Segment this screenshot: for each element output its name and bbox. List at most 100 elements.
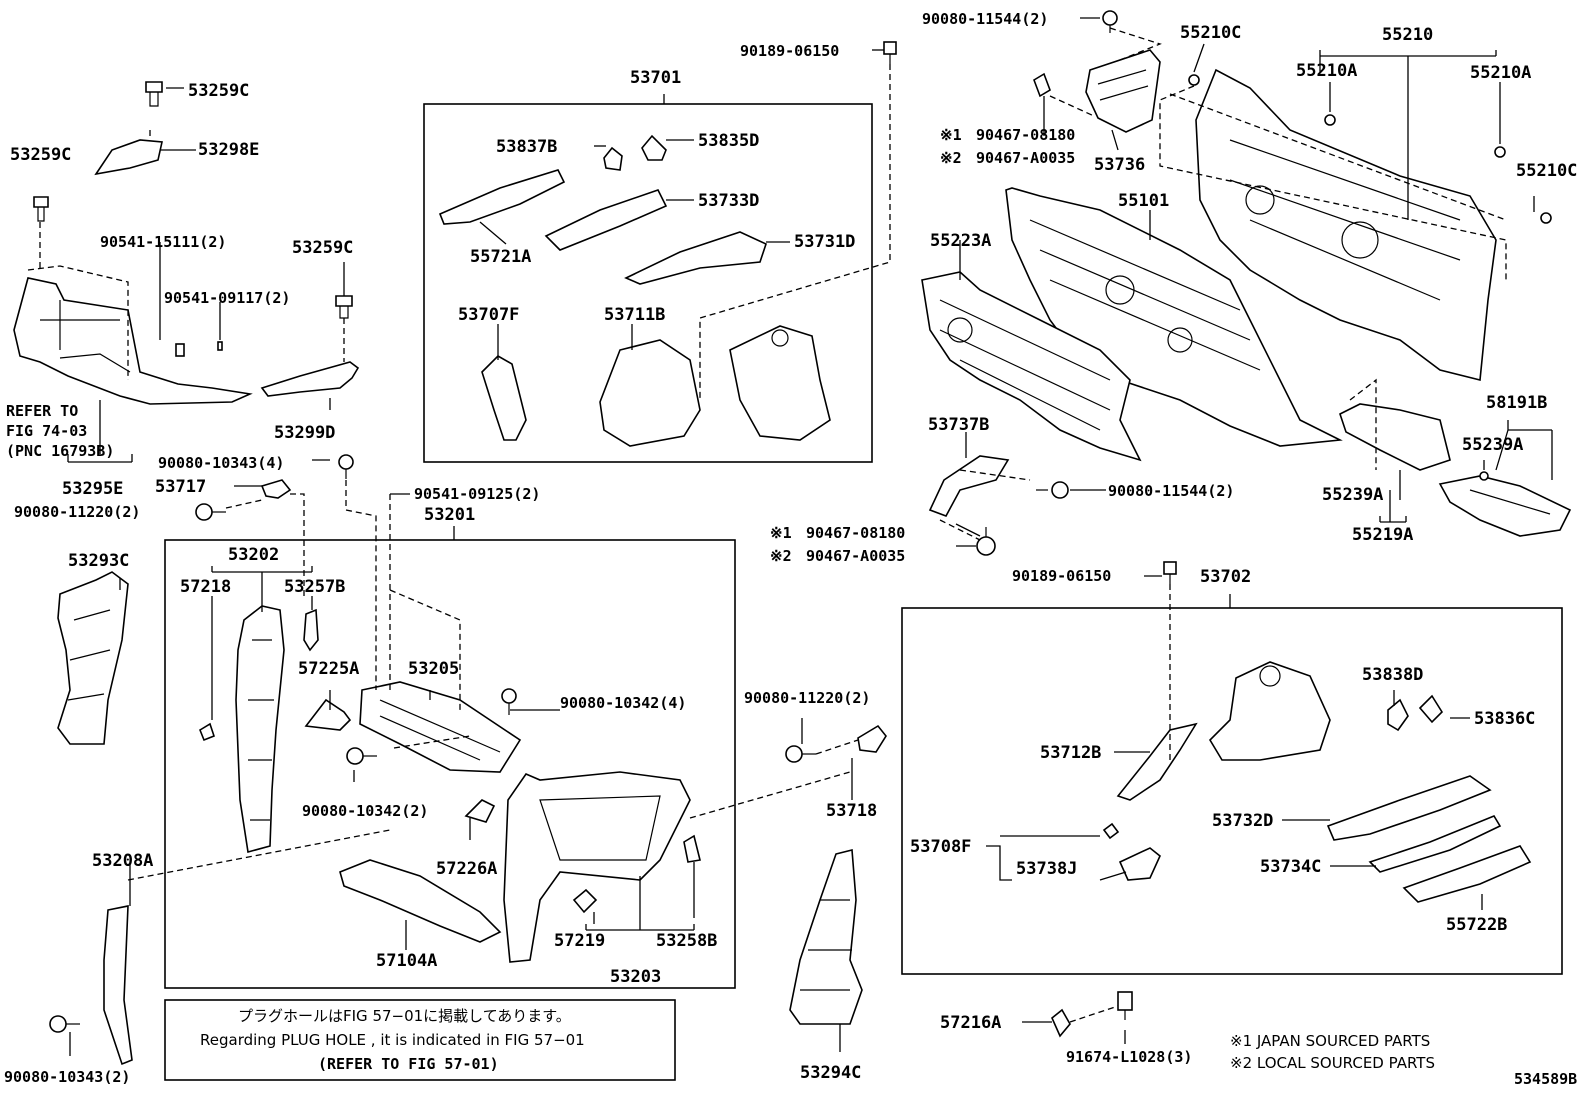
label-53257b[interactable]: 53257B [284, 577, 345, 597]
clip-53259c-left [33, 196, 49, 222]
label-53201[interactable]: 53201 [424, 505, 475, 525]
label-55239a-mid[interactable]: 55239A [1322, 485, 1383, 505]
label-55210a-left[interactable]: 55210A [1296, 61, 1357, 81]
refer-fig-line3: (PNC 16793B) [6, 442, 114, 460]
label-53259c-right[interactable]: 53259C [292, 238, 353, 258]
label-55210c-top[interactable]: 55210C [1180, 23, 1241, 43]
label-53838d[interactable]: 53838D [1362, 665, 1423, 685]
label-53732d[interactable]: 53732D [1212, 811, 1273, 831]
mark-2-mid: ※2 [770, 547, 792, 565]
label-90080-10343-bot[interactable]: 90080-10343(2) [4, 1068, 130, 1086]
label-53702[interactable]: 53702 [1200, 567, 1251, 587]
label-90080-11544-top[interactable]: 90080-11544(2) [922, 10, 1048, 28]
label-53734c[interactable]: 53734C [1260, 857, 1321, 877]
label-55210[interactable]: 55210 [1382, 25, 1433, 45]
label-90080-10342-4[interactable]: 90080-10342(4) [560, 694, 686, 712]
part-53257b [303, 608, 319, 652]
label-53298e[interactable]: 53298E [198, 140, 259, 160]
label-91674-l1028[interactable]: 91674-L1028(3) [1066, 1048, 1192, 1066]
label-53717[interactable]: 53717 [155, 477, 206, 497]
label-90080-11544-mid[interactable]: 90080-11544(2) [1108, 482, 1234, 500]
part-57225a [304, 698, 352, 731]
label-90467-a0035-top[interactable]: 90467-A0035 [976, 149, 1075, 167]
label-53836c[interactable]: 53836C [1474, 709, 1535, 729]
label-53259c-top[interactable]: 53259C [188, 81, 249, 101]
label-53731d[interactable]: 53731D [794, 232, 855, 252]
note-box [164, 999, 676, 1081]
label-55239a-right[interactable]: 55239A [1462, 435, 1523, 455]
part-53205 [359, 681, 522, 773]
label-55722b[interactable]: 55722B [1446, 915, 1507, 935]
label-53208a[interactable]: 53208A [92, 851, 153, 871]
part-53712b-upper [1208, 661, 1331, 761]
label-58191b[interactable]: 58191B [1486, 393, 1547, 413]
label-90541-15111[interactable]: 90541-15111(2) [100, 233, 226, 251]
label-90080-11220-right[interactable]: 90080-11220(2) [744, 689, 870, 707]
clip-90467-top [1033, 72, 1051, 98]
part-53738j [1118, 847, 1161, 881]
label-90080-10343-top[interactable]: 90080-10343(4) [158, 454, 284, 472]
label-90467-a0035-mid[interactable]: 90467-A0035 [806, 547, 905, 565]
label-55210c-right[interactable]: 55210C [1516, 161, 1577, 181]
label-53205[interactable]: 53205 [408, 659, 459, 679]
label-53707f[interactable]: 53707F [458, 305, 519, 325]
label-55721a[interactable]: 55721A [470, 247, 531, 267]
label-90467-08180-top[interactable]: 90467-08180 [976, 126, 1075, 144]
part-53837b [603, 146, 623, 171]
label-90467-08180-mid[interactable]: 90467-08180 [806, 524, 905, 542]
label-53835d[interactable]: 53835D [698, 131, 759, 151]
label-55101[interactable]: 55101 [1118, 191, 1169, 211]
bolt-90541-15111 [175, 343, 185, 357]
bolt-90189-06150-mid [1163, 561, 1177, 584]
label-53202[interactable]: 53202 [228, 545, 279, 565]
part-53718 [857, 724, 887, 753]
part-53298e [94, 139, 163, 176]
bolt-90080-10342-4 [501, 688, 517, 715]
bolt-90080-10343-top [338, 454, 354, 479]
label-53708f[interactable]: 53708F [910, 837, 971, 857]
refer-fig-line2: FIG 74-03 [6, 422, 87, 440]
part-55101 [1005, 187, 1343, 447]
label-90080-10342-2[interactable]: 90080-10342(2) [302, 802, 428, 820]
label-53259c-left[interactable]: 53259C [10, 145, 71, 165]
label-53718[interactable]: 53718 [826, 801, 877, 821]
label-90080-11220-left[interactable]: 90080-11220(2) [14, 503, 140, 521]
label-53293c[interactable]: 53293C [68, 551, 129, 571]
label-90189-06150-mid[interactable]: 90189-06150 [1012, 567, 1111, 585]
part-53712b [1116, 722, 1198, 801]
label-90541-09125[interactable]: 90541-09125(2) [414, 485, 540, 503]
part-53711b [599, 339, 701, 447]
label-53733d[interactable]: 53733D [698, 191, 759, 211]
part-53732d [1326, 775, 1492, 841]
label-55210a-right[interactable]: 55210A [1470, 63, 1531, 83]
label-53258b[interactable]: 53258B [656, 931, 717, 951]
label-53294c[interactable]: 53294C [800, 1063, 861, 1083]
label-53738j[interactable]: 53738J [1016, 859, 1077, 879]
label-53737b[interactable]: 53737B [928, 415, 989, 435]
label-53701[interactable]: 53701 [630, 68, 681, 88]
label-57104a[interactable]: 57104A [376, 951, 437, 971]
label-53203[interactable]: 53203 [610, 967, 661, 987]
clip-55210a-left [1324, 114, 1336, 126]
label-53736[interactable]: 53736 [1094, 155, 1145, 175]
label-55223a[interactable]: 55223A [930, 231, 991, 251]
label-55219a[interactable]: 55219A [1352, 525, 1413, 545]
label-57218[interactable]: 57218 [180, 577, 231, 597]
label-90541-09117[interactable]: 90541-09117(2) [164, 289, 290, 307]
clip-55210c-right [1540, 212, 1552, 224]
label-53837b[interactable]: 53837B [496, 137, 557, 157]
label-57226a[interactable]: 57226A [436, 859, 497, 879]
part-53293c [57, 571, 129, 745]
bolt-91674-l1028 [1117, 991, 1133, 1020]
part-53737b [928, 455, 1010, 517]
label-57216a[interactable]: 57216A [940, 1013, 1001, 1033]
group-box-53702 [901, 607, 1563, 975]
label-57219[interactable]: 57219 [554, 931, 605, 951]
label-53295e[interactable]: 53295E [62, 479, 123, 499]
label-53711b[interactable]: 53711B [604, 305, 665, 325]
label-57225a[interactable]: 57225A [298, 659, 359, 679]
label-53299d[interactable]: 53299D [274, 423, 335, 443]
part-53838d [1387, 698, 1409, 732]
label-90189-06150-top[interactable]: 90189-06150 [740, 42, 839, 60]
label-53712b[interactable]: 53712B [1040, 743, 1101, 763]
